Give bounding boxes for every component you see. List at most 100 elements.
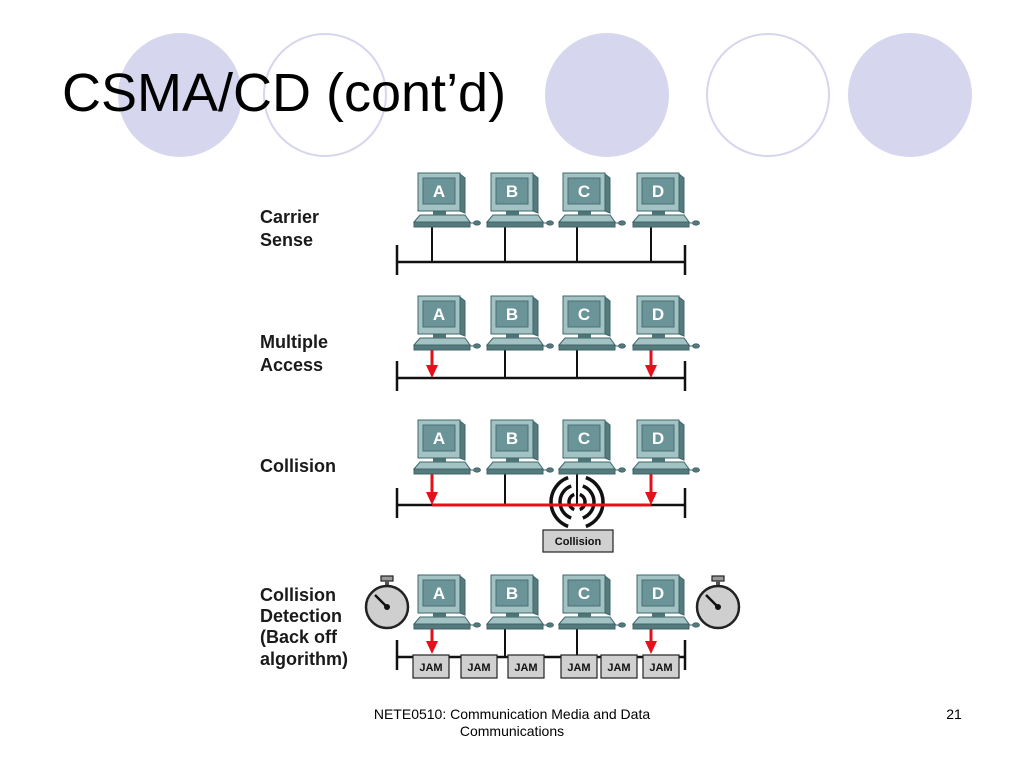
keyboard-front [486,344,544,351]
collision-wave-arc [585,475,605,529]
keyboard-base [557,337,616,346]
computer-icon-c: C [557,172,626,228]
slide-title: CSMA/CD (cont’d) [62,63,507,123]
row-label-collision-detection-line-4: algorithm) [260,649,348,669]
row-label-collision-detection-line-2: Detection [260,606,342,626]
jam-signal-block: JAM [642,654,680,679]
keyboard-base [412,337,471,346]
keyboard-base [412,214,471,223]
row-labels: Carrier Sense Multiple Access Collision … [260,207,348,669]
jam-block-label: JAM [567,662,590,674]
jam-signal-block: JAM [412,654,450,679]
station-label: A [433,429,445,448]
mouse-icon [546,622,554,628]
keyboard-base [631,214,690,223]
mouse-icon [618,467,626,473]
station-label: B [506,584,518,603]
keyboard-base [485,337,544,346]
keyboard-base [557,214,616,223]
monitor-side [532,574,539,616]
row-label-carrier-sense-line-1: Carrier [260,207,319,227]
monitor-screen [495,300,529,328]
station-label: D [652,584,664,603]
keyboard-front [558,623,616,630]
monitor-side [459,574,466,616]
stopwatch-crown [711,575,725,582]
keyboard-front [413,623,471,630]
keyboard-front [486,468,544,475]
keyboard-front [632,468,690,475]
monitor-stand [578,210,591,215]
monitor-stand [433,210,446,215]
keyboard-base [631,616,690,625]
computer-icon-b: B [485,574,554,630]
row-label-collision: Collision [260,456,336,476]
mouse-icon [692,343,700,349]
mouse-icon [546,467,554,473]
keyboard-base [557,461,616,470]
row-label-collision-detection-line-3: (Back off [260,627,338,647]
monitor-side [459,172,466,214]
monitor-screen [495,177,529,205]
monitor-side [532,295,539,337]
monitor-stand [578,457,591,462]
collision-wave-arc [549,475,569,529]
station-label: C [578,429,590,448]
computer-icon-b: B [485,172,554,228]
jam-block-label: JAM [649,662,672,674]
keyboard-base [557,616,616,625]
stopwatch-icon-right [695,575,741,630]
computer-icon-d: D [631,295,700,351]
station-label: C [578,305,590,324]
keyboard-front [632,221,690,228]
monitor-stand [578,612,591,617]
station-label: B [506,182,518,201]
keyboard-front [413,468,471,475]
jam-block-frame [460,654,498,679]
transmit-arrow-head [645,641,657,654]
monitor-side [532,419,539,461]
row-label-multiple-access-line-2: Access [260,355,323,375]
keyboard-front [558,344,616,351]
mouse-icon [546,220,554,226]
row-label-carrier-sense-line-2: Sense [260,230,313,250]
monitor-screen [422,424,456,452]
keyboard-front [558,221,616,228]
transmit-arrow-head [645,365,657,378]
transmit-arrow-icon [426,474,438,505]
jam-block-label: JAM [419,662,442,674]
computer-icon-a: A [412,172,481,228]
computer-icon-a: A [412,419,481,475]
collision-label-frame [542,529,614,553]
monitor-screen [422,177,456,205]
computer-icon-d: D [631,419,700,475]
keyboard-base [485,214,544,223]
collision-wave-arc [582,484,596,520]
stopwatch-stem [716,581,720,586]
monitor-stand [506,333,519,338]
jam-signal-block: JAM [460,654,498,679]
mouse-icon [473,220,481,226]
monitor-side [678,295,685,337]
jam-signal-block: JAM [507,654,545,679]
monitor-stand [506,457,519,462]
monitor-side [459,295,466,337]
jam-block-frame [507,654,545,679]
keyboard-front [413,344,471,351]
decorative-circles [118,33,972,157]
row-label-multiple-access-line-1: Multiple [260,332,328,352]
keyboard-front [486,221,544,228]
jam-block-label: JAM [514,662,537,674]
mouse-icon [618,343,626,349]
keyboard-front [632,623,690,630]
computer-icon-d: D [631,172,700,228]
monitor-stand [652,210,665,215]
monitor-stand [578,333,591,338]
station-label: A [433,182,445,201]
keyboard-base [485,616,544,625]
computer-icon-b: B [485,419,554,475]
